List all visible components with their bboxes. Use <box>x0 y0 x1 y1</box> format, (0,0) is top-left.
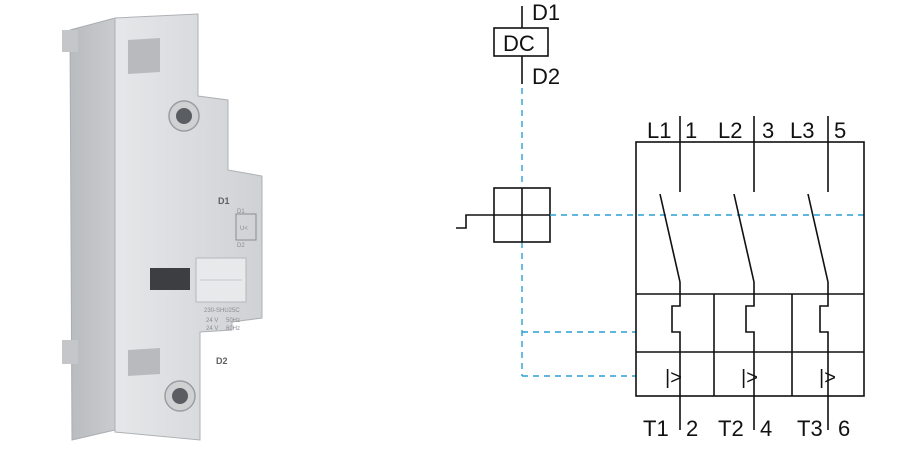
pole2-thermal-trip <box>745 282 755 430</box>
terminal-3: 3 <box>762 118 774 143</box>
face-label-d2: D2 <box>216 356 228 366</box>
pole2-switch-blade <box>733 193 755 283</box>
bottom-clip <box>62 340 78 364</box>
face-symbol-d2: D2 <box>237 243 245 249</box>
lever-window <box>150 268 190 290</box>
coil-terminal-d1: D1 <box>532 0 560 25</box>
pole3-magnetic-trip: |> <box>819 367 836 389</box>
coil-box <box>493 27 549 57</box>
face-symbol-box <box>235 213 257 241</box>
pole1-switch-blade <box>659 193 681 283</box>
terminal-l3: L3 <box>790 118 814 143</box>
face-label-d1: D1 <box>218 196 230 206</box>
pole3-thermal-trip <box>819 282 829 430</box>
pole2-magnetic-trip: |> <box>741 367 758 389</box>
screw-top-hole <box>176 108 192 124</box>
terminal-t1: T1 <box>643 416 669 441</box>
face-rating-code: 230-SHU25C <box>204 308 240 314</box>
face-rating-v1: 24 V <box>206 318 218 324</box>
face-rating-v2: 24 V <box>206 326 218 332</box>
top-notch <box>62 30 78 52</box>
terminal-2: 2 <box>686 416 698 441</box>
coil-terminal-d2: D2 <box>532 64 560 89</box>
terminal-t2: T2 <box>718 416 744 441</box>
pole3-switch-blade <box>807 193 829 283</box>
screw-bottom-hole <box>172 388 188 404</box>
face-rating-f2: 60Hz <box>226 326 240 332</box>
terminal-t3: T3 <box>797 416 823 441</box>
terminal-1: 1 <box>685 118 697 143</box>
housing-front <box>114 13 263 441</box>
terminal-l1: L1 <box>647 118 671 143</box>
breaker-enclosure <box>635 141 865 397</box>
terminal-5: 5 <box>834 118 846 143</box>
top-slot <box>128 38 160 74</box>
coil-label-dc: DC <box>503 31 535 56</box>
face-symbol-d1: D1 <box>237 209 245 215</box>
terminal-6: 6 <box>838 416 850 441</box>
pole1-magnetic-trip: |> <box>665 367 682 389</box>
latch-step-icon <box>456 214 494 229</box>
pole1-thermal-trip <box>671 282 681 430</box>
terminal-l2: L2 <box>718 118 742 143</box>
face-symbol-uv: U< <box>240 226 248 232</box>
face-rating-f1: 50Hz <box>226 318 240 324</box>
bottom-slot <box>128 348 160 376</box>
terminal-4: 4 <box>760 416 772 441</box>
